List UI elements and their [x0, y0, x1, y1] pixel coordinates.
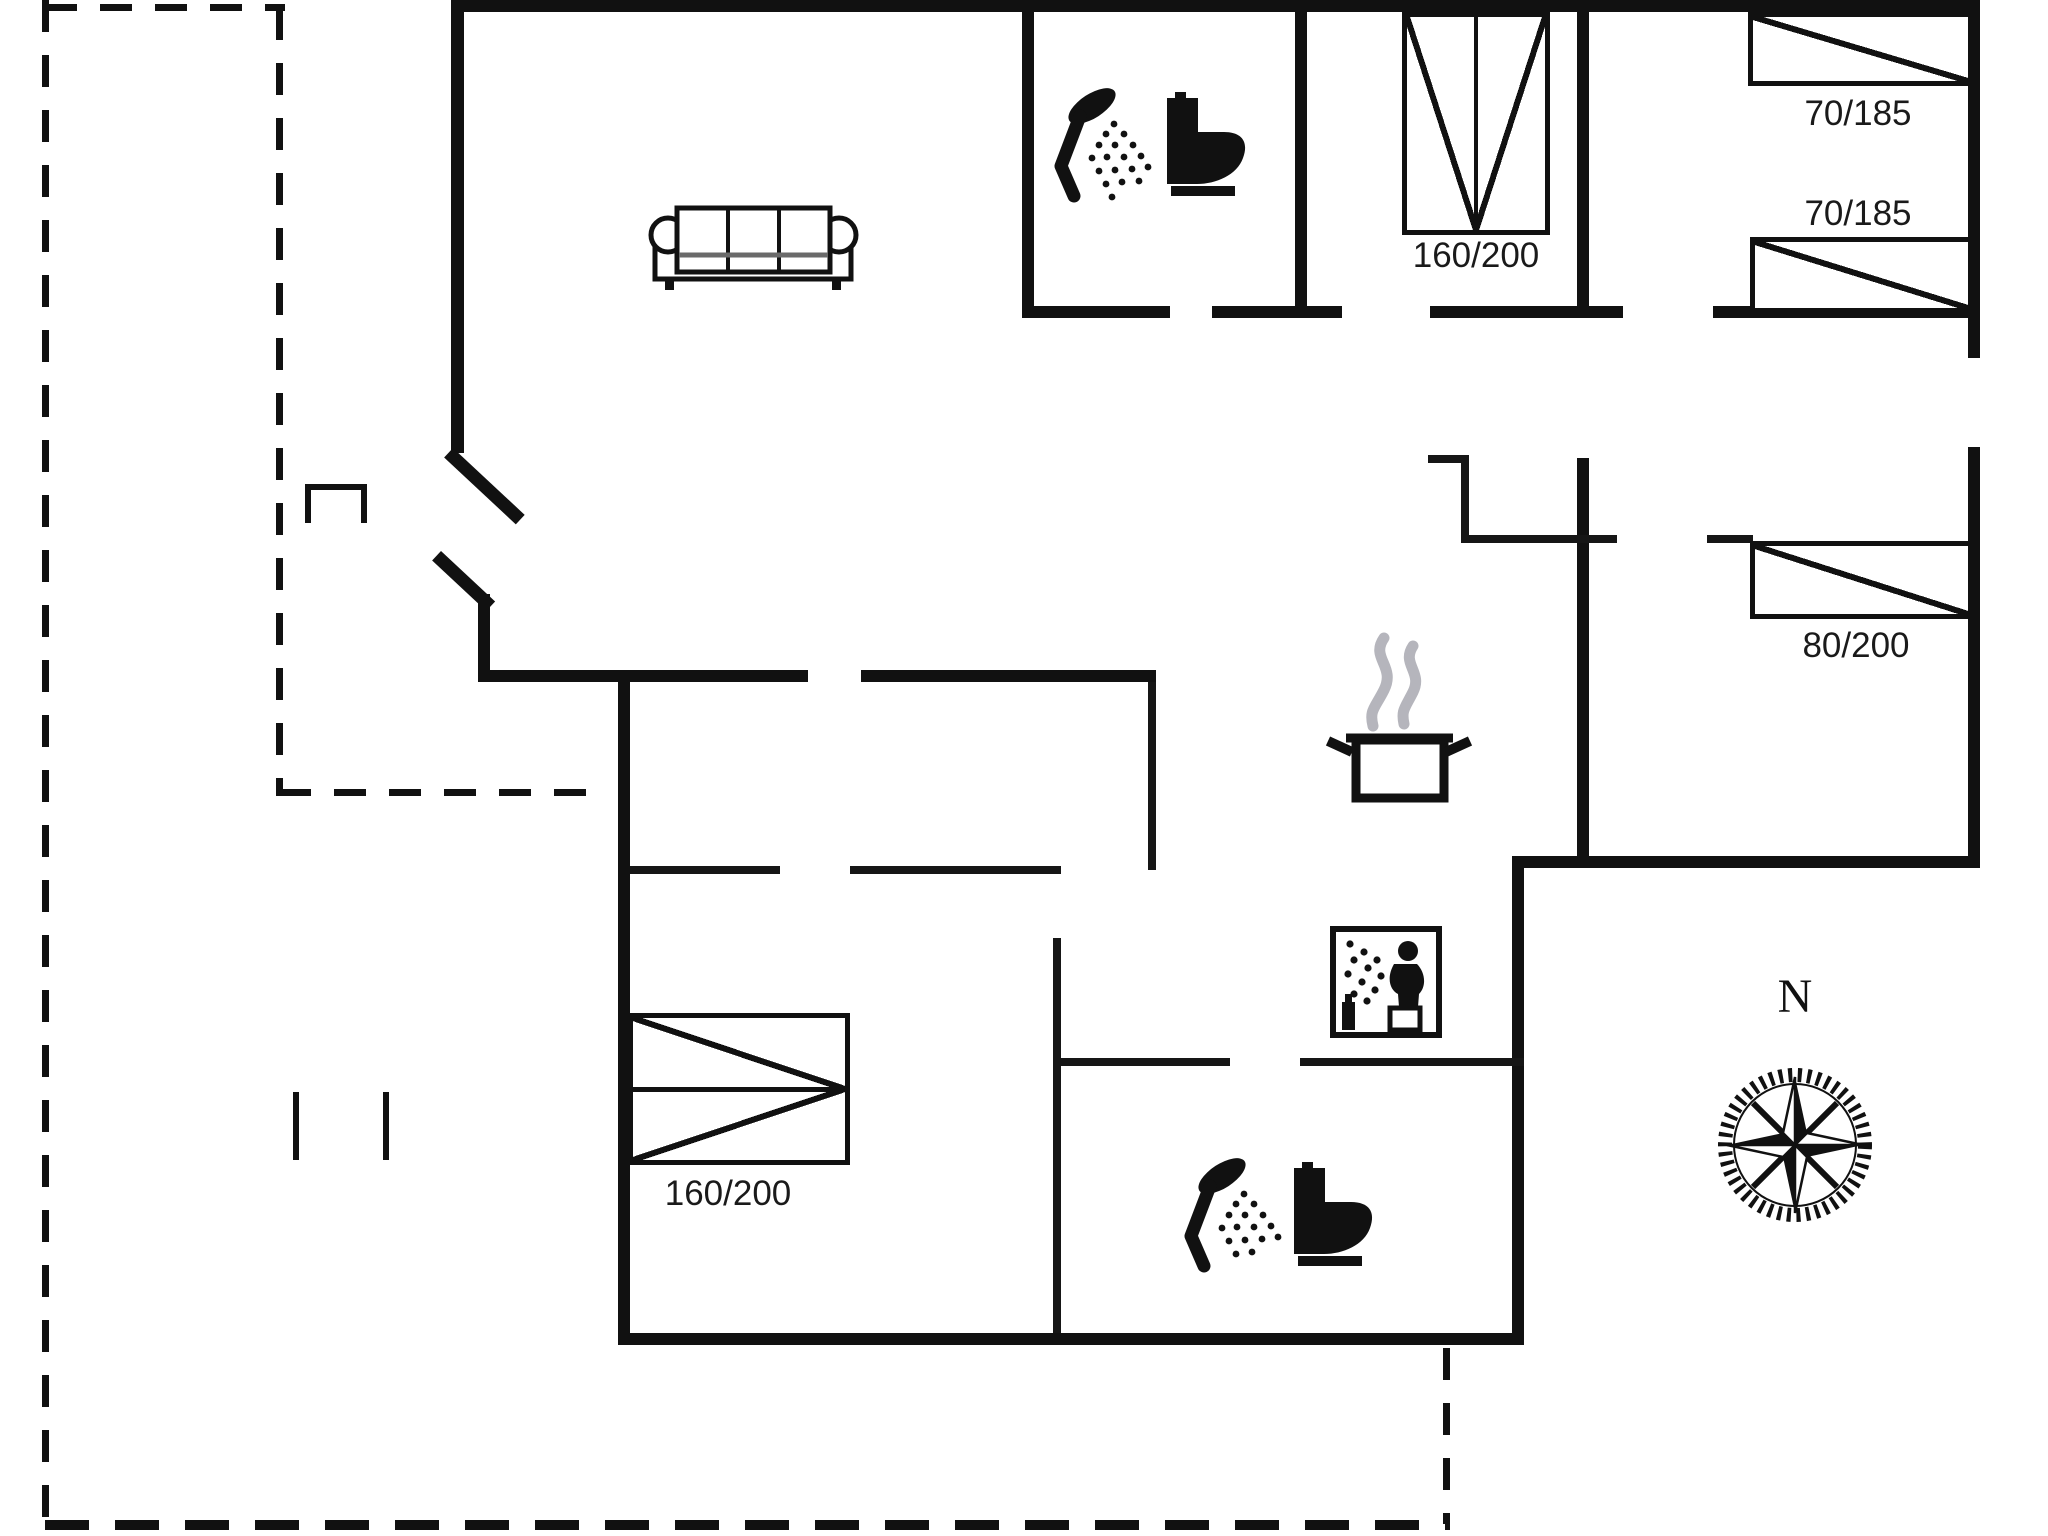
wall-bottomsec-right: [1512, 856, 1524, 1333]
wall-diagonal-upper: [444, 448, 525, 525]
terrace-dashed-inner: [276, 8, 283, 796]
terrace-step-tick: [383, 1092, 389, 1160]
bed-size-label: 160/200: [664, 1174, 792, 1213]
bed-size-label: 70/185: [1804, 94, 1912, 133]
wall-mr-bedroom-bottom: [1512, 856, 1980, 868]
terrace-dashed-bottom: [45, 1520, 1450, 1530]
terrace-dashed-left: [42, 0, 49, 1528]
wall-bottomsec-left: [618, 670, 630, 1345]
bed-single: [1748, 12, 1973, 86]
wall-l1: [1428, 455, 1468, 463]
wall-divider-top: [1577, 0, 1589, 318]
wall-l4: [1707, 535, 1753, 543]
washing-machine-icon: [1330, 926, 1442, 1038]
shower-icon: [1184, 1158, 1282, 1273]
terrace-dashed-top: [45, 4, 285, 11]
toilet-icon: [1294, 1162, 1373, 1266]
bed-double: [1402, 12, 1550, 235]
wall-utility-bath-a: [1061, 1058, 1230, 1066]
wall-hall-bedroom-a: [630, 866, 780, 874]
bed-size-label: 70/185: [1804, 194, 1912, 233]
shower-icon: [1054, 88, 1152, 203]
wall-right-lower: [1968, 447, 1980, 868]
wall-left-mid: [478, 594, 490, 682]
wall-midbed-bottom: [1430, 306, 1623, 318]
wall-utility-bath-b: [1300, 1058, 1524, 1066]
bed-single: [1750, 541, 1973, 619]
bed-single: [1750, 237, 1973, 313]
wall-living-bottom-b: [861, 670, 1156, 682]
wall-bottom: [618, 1333, 1524, 1345]
wall-divider-mid: [1577, 458, 1589, 868]
terrace-dashed-mid: [279, 789, 594, 796]
wall-bath-bottom-b: [1212, 306, 1342, 318]
terrace-dashed-right: [1443, 1348, 1450, 1524]
bed-size-label: 160/200: [1412, 236, 1540, 275]
wall-top: [451, 0, 1980, 12]
wall-bath-bottom-a: [1022, 306, 1170, 318]
wall-hall-bedroom-b: [850, 866, 1061, 874]
wall-bath-right: [1295, 0, 1307, 318]
compass-rose-icon: N: [1718, 970, 1872, 1222]
bed-double: [628, 1013, 850, 1165]
wall-hall-kitchen: [1148, 682, 1156, 870]
wall-l2: [1461, 455, 1469, 543]
wall-living-bottom-a: [478, 670, 808, 682]
compass-north-label: N: [1778, 970, 1813, 1023]
sofa-icon: [648, 205, 859, 290]
wall-l3: [1461, 535, 1617, 543]
terrace-step-tick: [293, 1092, 299, 1160]
wall-bath-left: [1022, 0, 1034, 318]
cooking-pot-icon: [1325, 632, 1473, 803]
terrace-marker: [305, 484, 367, 523]
toilet-icon: [1167, 92, 1246, 196]
wall-left-upper: [451, 0, 464, 453]
wall-bath2-left: [1053, 938, 1061, 1333]
bed-size-label: 80/200: [1802, 626, 1910, 665]
